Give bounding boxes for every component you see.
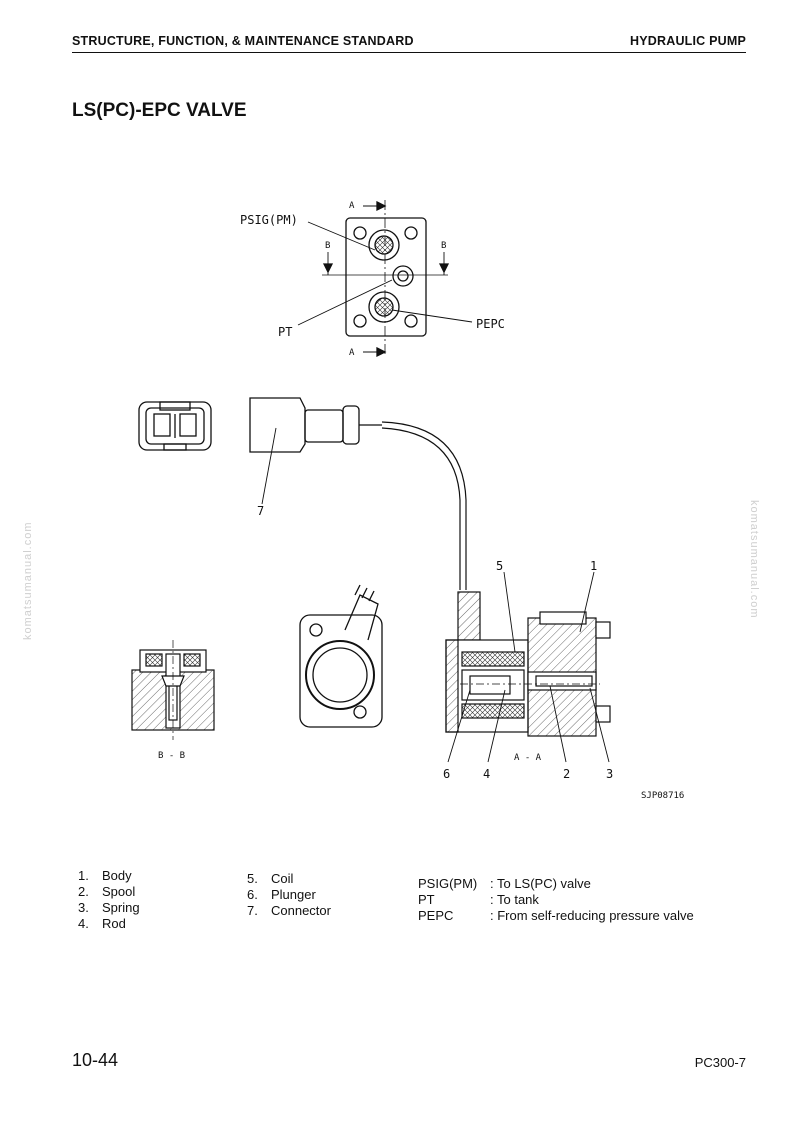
page-header: STRUCTURE, FUNCTION, & MAINTENANCE STAND… [72,34,746,52]
callout-4: 4 [483,767,490,781]
label-psig: PSIG(PM) [240,213,298,227]
section-bb-view [131,640,215,740]
label-a-bottom: A [349,348,355,358]
section-aa-view [445,571,611,763]
model-number: PC300-7 [694,1055,746,1070]
callout-6: 6 [443,767,450,781]
solenoid-end-view [299,584,383,728]
label-pt: PT [278,325,292,339]
legend-item: 2.Spool [78,884,136,899]
legend-parts-col1: 1.Body 2.Spool 3.Spring 4.Rod [78,868,140,932]
legend-ports: PSIG(PM): To LS(PC) valve PT: To tank PE… [418,876,694,924]
section-aa-caption: A - A [514,753,542,763]
top-view [297,200,473,358]
callout-2: 2 [563,767,570,781]
label-a-top: A [349,201,355,211]
legend-port-item: PEPC: From self-reducing pressure valve [418,908,694,923]
legend-item: 6.Plunger [247,887,316,902]
callout-5: 5 [496,559,503,573]
legend-item: 7.Connector [247,903,331,918]
page-number: 10-44 [72,1050,119,1070]
legend-item: 4.Rod [78,916,126,931]
legend-item: 1.Body [78,868,132,883]
legend-port-item: PT: To tank [418,892,539,907]
legend-item: 5.Coil [247,871,294,886]
drawing-code: SJP08716 [641,791,684,801]
header-chapter-title: HYDRAULIC PUMP [630,34,746,48]
callout-1: 1 [590,559,597,573]
header-section-title: STRUCTURE, FUNCTION, & MAINTENANCE STAND… [72,34,414,48]
connector-face-view [138,401,212,451]
legend-parts-col2: 5.Coil 6.Plunger 7.Connector [247,871,331,919]
header-rule [72,52,746,53]
legend-item: 3.Spring [78,900,140,915]
label-pepc: PEPC [476,317,505,331]
label-b-right: B [441,241,446,251]
callout-3: 3 [606,767,613,781]
label-b-left: B [325,241,330,251]
legend-port-item: PSIG(PM): To LS(PC) valve [418,876,591,891]
connector-cable [249,397,467,590]
page-title: LS(PC)-EPC VALVE [72,100,247,121]
callout-7: 7 [257,504,264,518]
section-bb-caption: B - B [158,751,185,761]
